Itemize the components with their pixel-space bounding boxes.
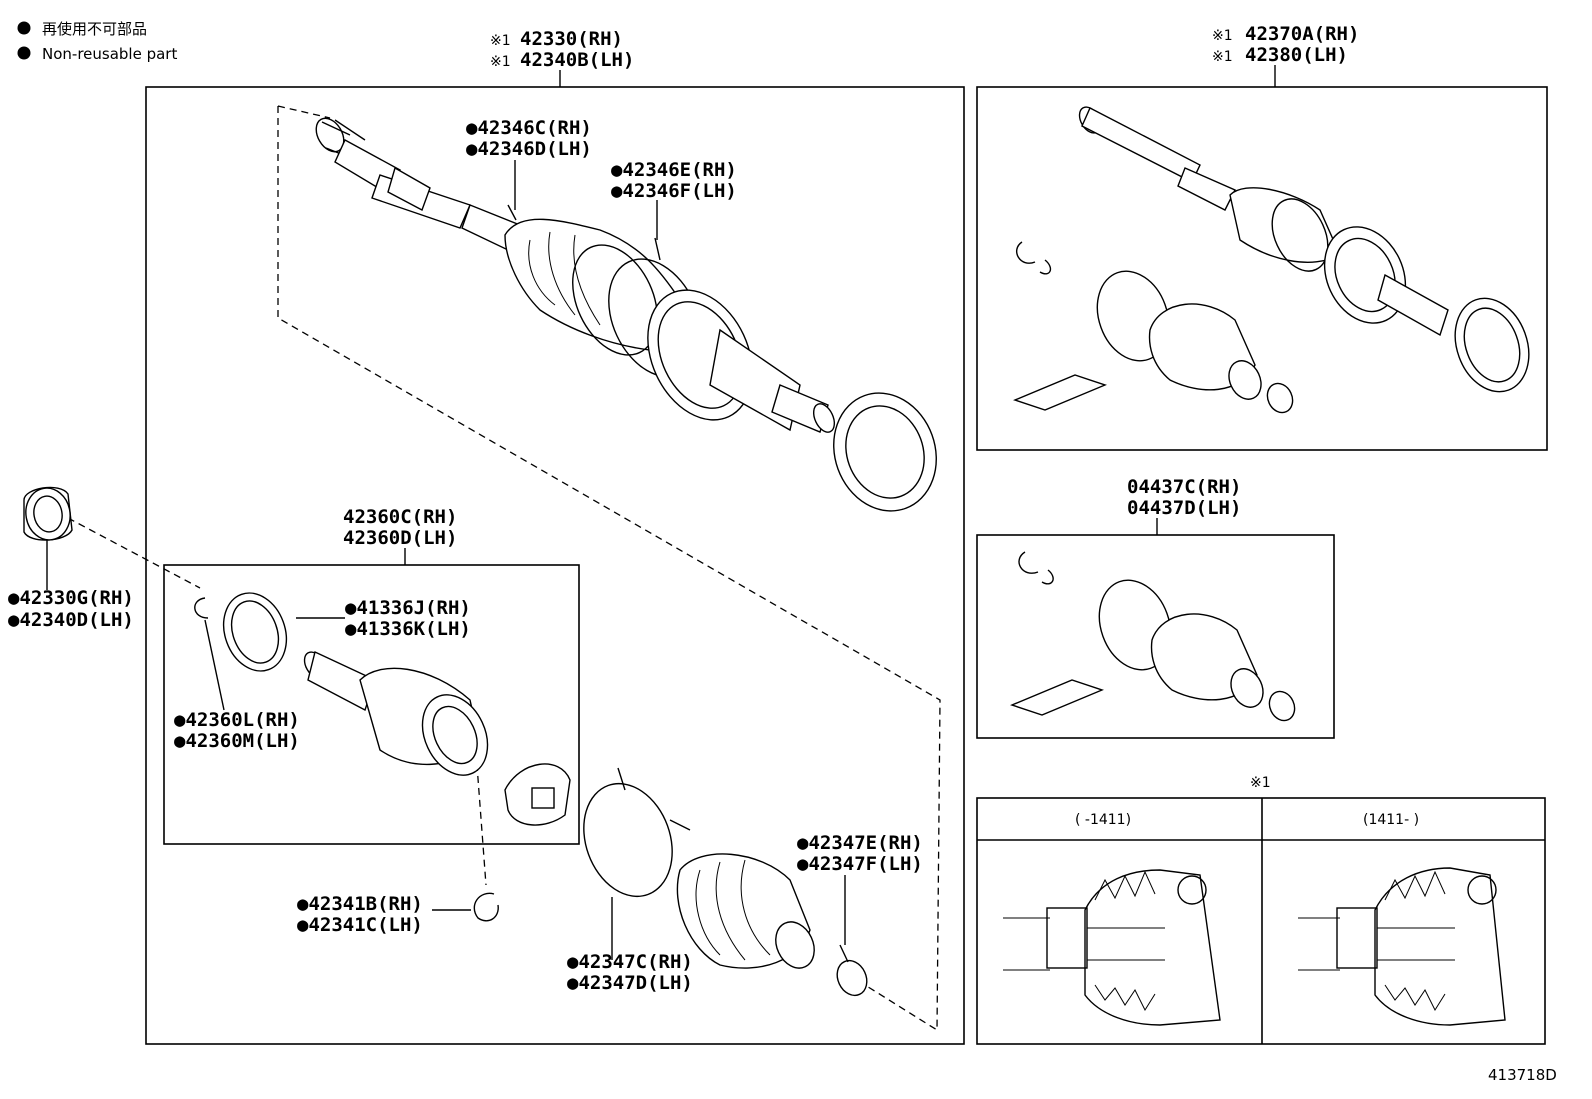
footnote-mark: ※1 [490, 54, 511, 70]
non-reusable-bullet-icon [17, 46, 31, 60]
variant-table: ( -1411) (1411- ) [976, 797, 1546, 1045]
boot-kit-drawing [1010, 551, 1296, 722]
footnote-mark: ※1 [1212, 28, 1233, 44]
main-assembly-label: ※1 42330(RH) ※1 42340B(LH) [490, 28, 634, 87]
part-number-04437d[interactable]: 04437D(LH) [1127, 497, 1241, 519]
variant-left-drawing [1003, 869, 1221, 1026]
variant-right-range: (1411- ) [1363, 812, 1419, 828]
part-number-42346f[interactable]: ●42346F(LH) [611, 180, 737, 202]
legend-en-label: Non-reusable part [42, 45, 177, 63]
part-number-42380[interactable]: 42380(LH) [1245, 44, 1348, 66]
variant-right-drawing [1298, 867, 1506, 1026]
part-number-42346c[interactable]: ●42346C(RH) [466, 117, 592, 139]
footnote-mark: ※1 [1250, 775, 1271, 791]
right-assembly-frame [976, 86, 1548, 451]
part-number-41336k[interactable]: ●41336K(LH) [345, 618, 471, 640]
main-assembly-frame [145, 86, 965, 1045]
legend-jp-label: 再使用不可部品 [42, 20, 147, 38]
part-number-42360m[interactable]: ●42360M(LH) [174, 730, 300, 752]
part-number-42340b[interactable]: 42340B(LH) [520, 49, 634, 71]
part-number-42360c[interactable]: 42360C(RH) [343, 506, 457, 528]
part-number-42347c[interactable]: ●42347C(RH) [567, 951, 693, 973]
drawing-id: 413718D [1488, 1066, 1557, 1084]
part-number-42346d[interactable]: ●42346D(LH) [466, 138, 592, 160]
footnote-mark: ※1 [1212, 49, 1233, 65]
variant-left-range: ( -1411) [1075, 812, 1131, 828]
part-number-42347e[interactable]: ●42347E(RH) [797, 832, 923, 854]
part-number-42330[interactable]: 42330(RH) [520, 28, 623, 50]
inner-joint-drawing [194, 592, 571, 826]
lower-boot-drawing [473, 767, 868, 997]
part-number-42360l[interactable]: ●42360L(RH) [174, 709, 300, 731]
drive-shaft-drawing [315, 117, 937, 512]
shaft-group-outline [277, 105, 941, 1032]
part-number-42347d[interactable]: ●42347D(LH) [567, 972, 693, 994]
part-number-42330g[interactable]: ●42330G(RH) [8, 587, 134, 609]
part-number-42370a[interactable]: 42370A(RH) [1245, 23, 1359, 45]
part-number-42340d[interactable]: ●42340D(LH) [8, 609, 134, 631]
footnote-mark: ※1 [490, 33, 511, 49]
boot-kit-frame [976, 534, 1335, 739]
part-number-04437c[interactable]: 04437C(RH) [1127, 476, 1241, 498]
part-number-42347f[interactable]: ●42347F(LH) [797, 853, 923, 875]
part-number-42341b[interactable]: ●42341B(RH) [297, 893, 423, 915]
part-number-41336j[interactable]: ●41336J(RH) [345, 597, 471, 619]
bearing-drawing [23, 486, 73, 541]
part-number-42346e[interactable]: ●42346E(RH) [611, 159, 737, 181]
legend: 再使用不可部品 Non-reusable part [17, 20, 177, 63]
part-number-42341c[interactable]: ●42341C(LH) [297, 914, 423, 936]
inner-joint-frame [163, 564, 580, 845]
non-reusable-bullet-icon [17, 21, 31, 35]
part-number-42360d[interactable]: 42360D(LH) [343, 527, 457, 549]
right-shaft-drawing [1013, 106, 1530, 414]
